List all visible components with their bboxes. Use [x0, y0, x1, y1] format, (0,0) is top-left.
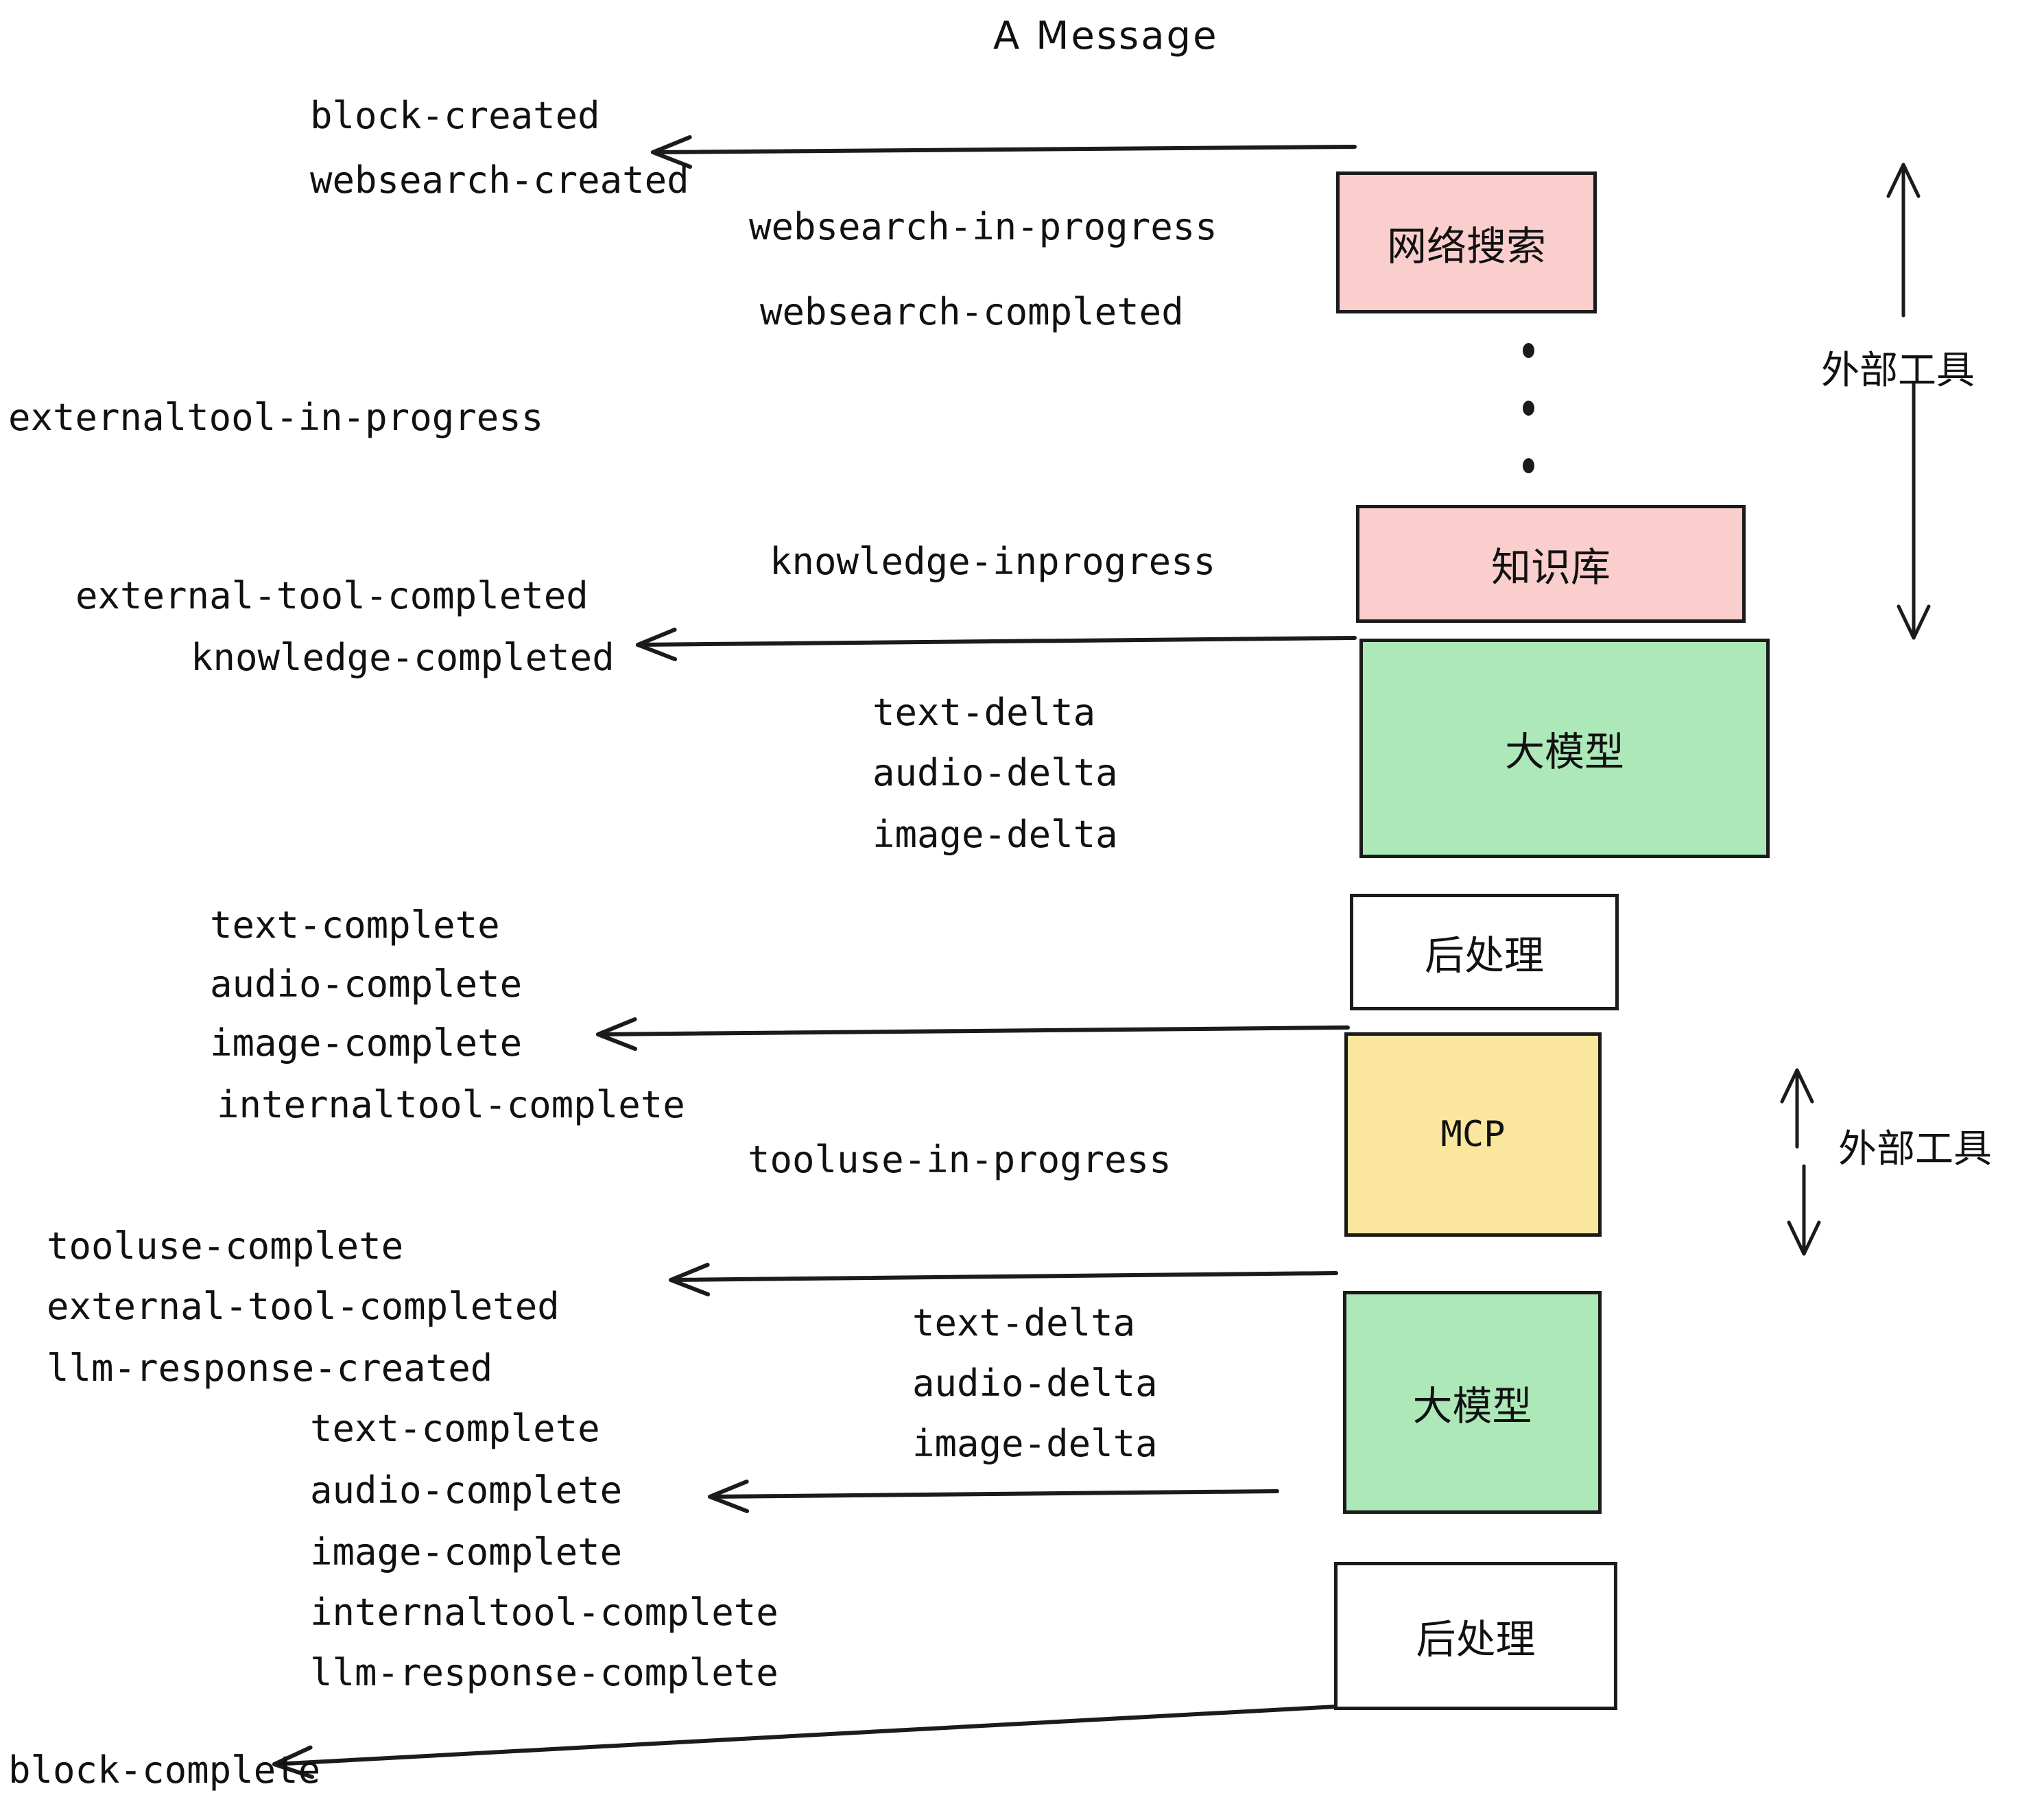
node-llm-1: 大模型	[1359, 639, 1770, 858]
page-title: A Message	[993, 14, 1219, 58]
node-knowledge: 知识库	[1356, 505, 1746, 623]
event-label-text-delta-1: text-delta	[872, 691, 1096, 734]
event-label-block-created: block-created	[310, 94, 600, 137]
event-label-externaltool-in-progress: externaltool-in-progress	[8, 396, 544, 439]
event-label-text-complete-1: text-complete	[210, 903, 500, 947]
event-label-block-complete: block-complete	[8, 1748, 321, 1792]
arrow-postproc2-to-block-complete	[272, 1705, 1338, 1779]
vertical-ellipsis-icon	[1521, 343, 1535, 473]
arrow-websearch-to-block-created	[651, 135, 1357, 169]
event-label-websearch-created: websearch-created	[310, 158, 689, 202]
arrow-mcp-to-tooluse-complete	[669, 1262, 1338, 1296]
event-label-image-delta-2: image-delta	[912, 1422, 1158, 1465]
event-label-external-tool-completed-2: external-tool-completed	[47, 1285, 560, 1328]
event-label-audio-delta-2: audio-delta	[912, 1362, 1158, 1405]
external-tool-arrow-up-top	[1886, 163, 1921, 318]
arrow-postproc1-to-image-complete	[596, 1017, 1350, 1052]
event-label-image-complete-1: image-complete	[210, 1021, 523, 1065]
event-label-llm-response-complete: llm-response-complete	[310, 1651, 779, 1694]
event-label-tooluse-complete: tooluse-complete	[47, 1224, 404, 1268]
event-label-internaltool-complete-1: internaltool-complete	[217, 1083, 685, 1126]
arrow-head	[708, 1479, 750, 1513]
event-label-knowledge-completed: knowledge-completed	[191, 636, 615, 679]
arrow-head	[636, 627, 678, 661]
external-tool-arrow-down-bottom	[1787, 1164, 1821, 1256]
node-llm-2: 大模型	[1343, 1291, 1602, 1514]
node-postproc-1: 后处理	[1350, 894, 1619, 1010]
arrow-knowledge-to-completed	[636, 627, 1357, 661]
arrow-head	[1897, 604, 1931, 640]
side-label-external-tool-bottom: 外部工具	[1838, 1127, 1992, 1172]
node-mcp: MCP	[1344, 1032, 1602, 1237]
event-label-internaltool-complete-2: internaltool-complete	[310, 1591, 779, 1634]
arrow-head	[1886, 163, 1921, 198]
event-label-llm-response-created: llm-response-created	[47, 1346, 493, 1390]
event-label-tooluse-in-progress: tooluse-in-progress	[748, 1138, 1172, 1181]
external-tool-arrow-down-top	[1897, 382, 1931, 640]
arrow-head	[669, 1262, 711, 1296]
event-label-audio-delta-1: audio-delta	[872, 751, 1118, 794]
node-postproc-2: 后处理	[1334, 1562, 1617, 1710]
arrow-llm2-to-audio-complete	[708, 1479, 1279, 1513]
external-tool-arrow-up-bottom	[1780, 1068, 1814, 1149]
event-label-websearch-in-progress: websearch-in-progress	[749, 205, 1217, 248]
event-label-image-delta-1: image-delta	[872, 813, 1118, 856]
event-label-audio-complete-2: audio-complete	[310, 1469, 623, 1512]
event-label-knowledge-inprogress: knowledge-inprogress	[770, 540, 1216, 583]
event-label-image-complete-2: image-complete	[310, 1530, 623, 1574]
node-websearch: 网络搜索	[1336, 171, 1597, 313]
side-label-external-tool-top: 外部工具	[1821, 348, 1975, 393]
event-label-text-delta-2: text-delta	[912, 1301, 1136, 1344]
arrow-head	[596, 1017, 638, 1052]
event-label-external-tool-completed-1: external-tool-completed	[75, 574, 589, 617]
event-label-audio-complete-1: audio-complete	[210, 962, 523, 1006]
arrow-head	[1787, 1220, 1821, 1256]
event-label-text-complete-2: text-complete	[310, 1407, 600, 1450]
event-label-websearch-completed: websearch-completed	[760, 290, 1184, 333]
arrow-head	[1780, 1068, 1814, 1104]
